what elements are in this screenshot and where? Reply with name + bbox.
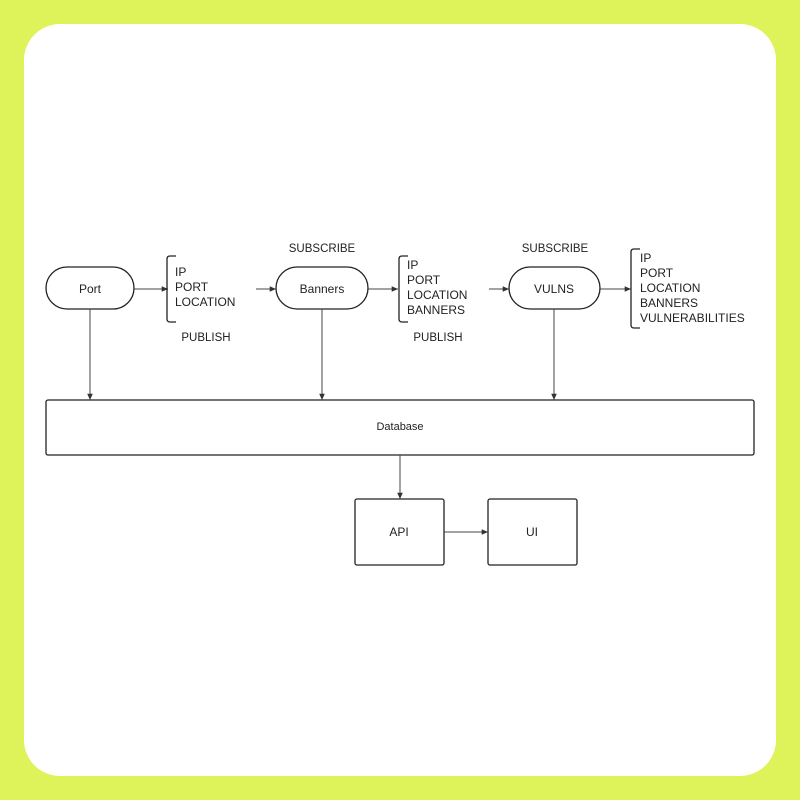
field-item: LOCATION	[407, 288, 467, 302]
field-list-3: IP PORT LOCATION BANNERS VULNERABILITIES	[640, 251, 745, 325]
field-list-1: IP PORT LOCATION	[175, 265, 235, 309]
subscribe-label-1: SUBSCRIBE	[289, 243, 356, 255]
subscribe-label-2: SUBSCRIBE	[522, 243, 589, 255]
field-item: IP	[407, 258, 418, 272]
ui-node-label: UI	[526, 525, 538, 539]
field-item: LOCATION	[640, 281, 700, 295]
database-node: Database	[45, 399, 755, 456]
banners-node-label: Banners	[300, 282, 345, 296]
field-item: LOCATION	[175, 295, 235, 309]
field-item: IP	[640, 251, 651, 265]
field-item: PORT	[640, 266, 674, 280]
vulns-node-label: VULNS	[534, 282, 574, 296]
publish-label-2: PUBLISH	[413, 332, 462, 344]
field-item: VULNERABILITIES	[640, 311, 745, 325]
port-node: Port	[45, 266, 135, 310]
field-item: PORT	[407, 273, 441, 287]
field-list-2: IP PORT LOCATION BANNERS	[407, 258, 471, 317]
publish-label-1: PUBLISH	[181, 332, 230, 344]
api-node-label: API	[389, 525, 408, 539]
bracket-fields1	[166, 255, 176, 323]
ui-node: UI	[487, 498, 578, 566]
database-node-label: Database	[376, 421, 423, 433]
bracket-fields2	[398, 255, 408, 323]
field-item: IP	[175, 265, 186, 279]
field-item: BANNERS	[407, 303, 465, 317]
field-item: PORT	[175, 280, 209, 294]
api-node: API	[354, 498, 445, 566]
banners-node: Banners	[275, 266, 369, 310]
port-node-label: Port	[79, 282, 102, 296]
bracket-fields3	[630, 248, 640, 329]
field-item: BANNERS	[640, 296, 698, 310]
vulns-node: VULNS	[508, 266, 601, 310]
